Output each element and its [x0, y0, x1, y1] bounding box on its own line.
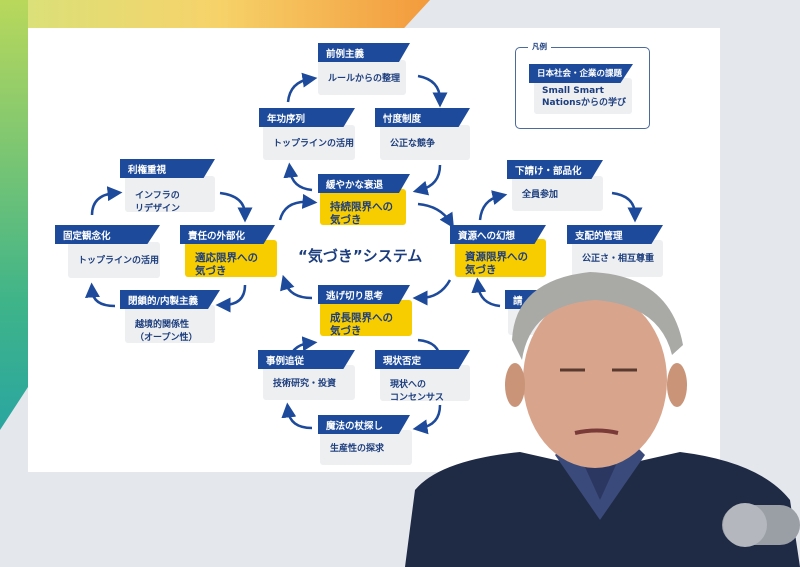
node-body: 生産性の探求	[320, 430, 412, 465]
node-body: 公正な競争	[380, 125, 470, 160]
awareness-box: 持続限界への気づき	[320, 189, 406, 226]
node-body-line: 気づき	[465, 264, 497, 276]
node-body-line: 公正な競争	[390, 139, 436, 149]
node-body-line: 生産性の探求	[330, 444, 385, 454]
node-body: トップラインの活用	[68, 242, 160, 278]
diagram-title: “気づき”システム	[298, 247, 423, 265]
node-header: 支配的管理	[567, 225, 663, 244]
node-body-line: 現状への	[390, 380, 427, 390]
legend-body-line: Nationsからの学び	[542, 98, 626, 108]
node-body-line: トップラインの活用	[78, 256, 160, 266]
node-body-line: トップラインの活用	[273, 139, 355, 149]
node-header: 年功序列	[259, 108, 355, 127]
node-body-line: コンセンサス	[390, 393, 444, 403]
node-body-line: 気づき	[195, 265, 227, 277]
legend-body: Small Smart Nationsからの学び	[534, 78, 632, 114]
node-header: 資源への幻想	[450, 225, 546, 244]
node-body-line: 気づき	[330, 214, 362, 226]
node-body-line: 資源限界への	[465, 251, 528, 263]
node-body: ルールからの整理	[318, 60, 406, 95]
legend-header: 日本社会・企業の課題	[529, 64, 633, 83]
node-header: 利権重視	[120, 159, 215, 178]
node-body: 技術研究・投資	[263, 365, 355, 400]
node-body: 全員参加	[512, 176, 603, 211]
node-header: 魔法の杖探し	[318, 415, 410, 434]
awareness-box: 適応限界への気づき	[185, 240, 277, 277]
node-body-line: 気づき	[330, 325, 362, 337]
node-body: 公正さ・相互尊重	[572, 240, 663, 277]
node-header: 逃げ切り思考	[318, 285, 410, 304]
node-body-line: 持続限界への	[330, 201, 393, 213]
legend-body-line: Small Smart	[542, 86, 604, 96]
node-header: 緩やかな衰退	[318, 174, 410, 193]
node-body: 越境的関係性 （オープン性）	[125, 305, 215, 343]
node-header: 下請け・部品化	[507, 160, 603, 179]
node-header: 閉鎖的/内製主義	[120, 290, 220, 309]
node-body-line: （オープン性）	[135, 333, 198, 343]
node-header: 事例追従	[258, 350, 355, 369]
node-body-line: 技術研究・投資	[273, 379, 337, 389]
node-body-line: 適応限界への	[195, 252, 258, 264]
node-header: 前例主義	[318, 43, 410, 62]
node-header: 固定観念化	[55, 225, 160, 244]
node-body-line: リデザイン	[135, 204, 181, 214]
legend-box: 凡例 日本社会・企業の課題 Small Smart Nationsからの学び	[515, 41, 650, 129]
node-body: トップラインの活用	[263, 125, 355, 160]
node-body-line: 全員参加	[522, 190, 559, 200]
node-header: 責任の外部化	[180, 225, 275, 244]
decorative-stripe	[0, 0, 430, 28]
node-body-line: インフラの	[135, 191, 180, 201]
awareness-box: 成長限界への気づき	[320, 300, 412, 337]
decorative-side-bar	[0, 0, 28, 430]
node-header: 忖度制度	[375, 108, 470, 127]
node-body: インフラのリデザイン	[125, 176, 215, 214]
node-body-line: 成長限界への	[330, 312, 393, 324]
node-body-line: 越境的関係性	[135, 320, 190, 330]
node-body: 現状へのコンセンサス	[380, 365, 470, 403]
awareness-box: 資源限界への気づき	[455, 239, 546, 277]
node-body-line: 公正さ・相互尊重	[582, 254, 655, 264]
legend-label: 凡例	[528, 41, 551, 52]
node-body-line: ルールからの整理	[328, 74, 401, 84]
